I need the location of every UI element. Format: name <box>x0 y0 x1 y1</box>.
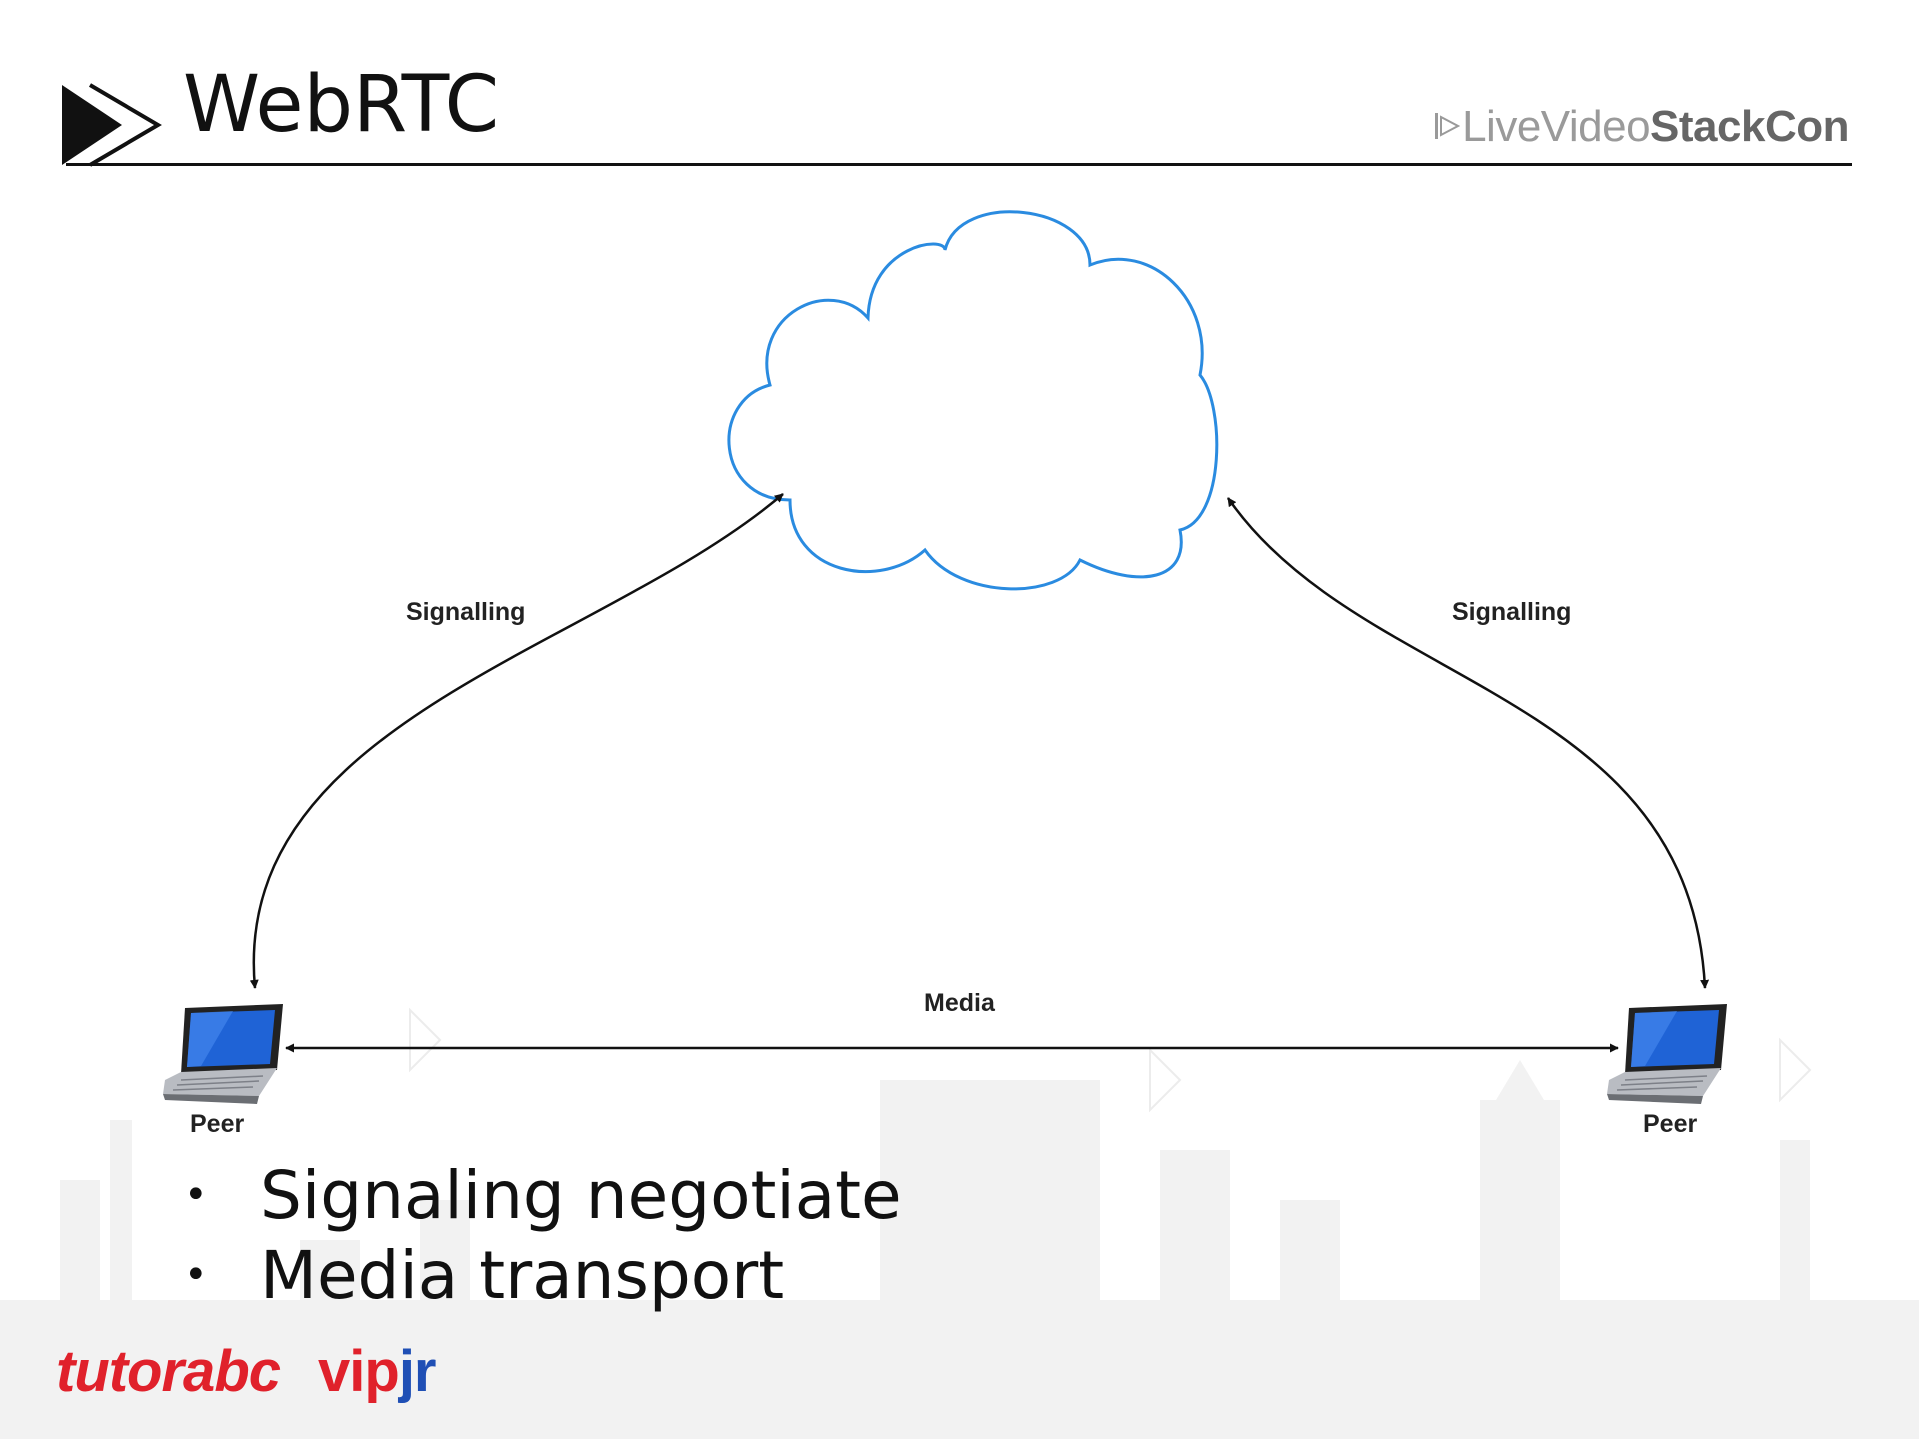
signalling-left-edge <box>249 493 784 989</box>
peer-left-label: Peer <box>190 1110 245 1138</box>
brand-logo: LiveVideo StackCon <box>1434 105 1849 149</box>
bullet-dot: • <box>184 1252 208 1298</box>
header-rule <box>66 163 1852 166</box>
signalling-right-edge <box>1226 497 1710 989</box>
laptop-icon <box>1607 1004 1727 1104</box>
brand-logo-part1: LiveVideo <box>1462 102 1651 151</box>
tutorabc-logo: tutorabc <box>56 1339 281 1404</box>
media-label: Media <box>924 989 995 1017</box>
signalling-right-label: Signalling <box>1452 598 1572 626</box>
laptop-icon <box>163 1004 283 1104</box>
bullet-text: Signaling negotiate <box>260 1156 902 1234</box>
bullet-list: • Signaling negotiate • Media transport <box>180 1155 902 1315</box>
play-icon <box>1434 105 1461 149</box>
bullet-text: Media transport <box>260 1236 785 1314</box>
vipjr-logo-part1: vip <box>318 1339 400 1404</box>
brand-logo-part2: StackCon <box>1650 102 1849 151</box>
peer-right-label: Peer <box>1643 1110 1698 1138</box>
bullet-dot: • <box>184 1172 208 1218</box>
vipjr-logo: vipjr <box>318 1338 436 1405</box>
bullet-item: • Signaling negotiate <box>180 1155 902 1235</box>
header-arrow-icon <box>62 83 162 167</box>
vipjr-logo-part2: jr <box>398 1339 437 1404</box>
slide-title: WebRTC <box>183 60 500 150</box>
footer-logos: tutorabc vipjr <box>56 1338 436 1405</box>
signalling-left-label: Signalling <box>406 598 526 626</box>
cloud-node <box>727 210 1219 591</box>
bullet-item: • Media transport <box>180 1235 902 1315</box>
